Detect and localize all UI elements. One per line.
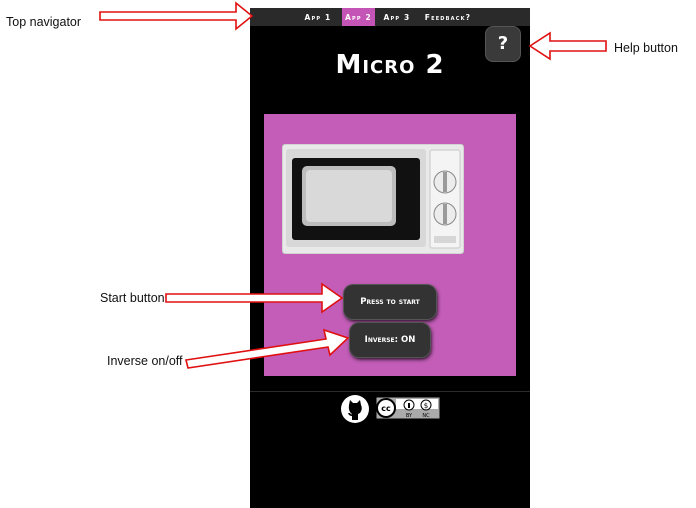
tab-app-2[interactable]: App 2 bbox=[342, 8, 375, 26]
start-button[interactable]: Press to start bbox=[344, 285, 436, 319]
github-icon[interactable] bbox=[340, 394, 370, 424]
footer-divider bbox=[250, 391, 530, 392]
creative-commons-license-icon[interactable]: cc $ BY NC bbox=[376, 397, 440, 421]
tab-feedback[interactable]: Feedback? bbox=[424, 13, 472, 22]
annotation-top-navigator: Top navigator bbox=[6, 15, 82, 29]
arrow-top-navigator bbox=[99, 1, 254, 31]
svg-text:$: $ bbox=[424, 402, 428, 410]
annotation-help-button: Help button bbox=[614, 41, 678, 55]
license-by-label: BY bbox=[406, 413, 413, 419]
svg-text:cc: cc bbox=[381, 404, 391, 413]
inverse-toggle-button[interactable]: Inverse: ON bbox=[350, 323, 430, 357]
license-nc-label: NC bbox=[422, 413, 430, 419]
help-button[interactable]: ? bbox=[486, 27, 520, 61]
annotation-inverse: Inverse on/off bbox=[107, 354, 183, 368]
arrow-help-button bbox=[528, 31, 607, 61]
simulation-stage: Press to start Inverse: ON bbox=[264, 114, 516, 376]
microwave-image bbox=[282, 144, 464, 254]
page-title: Micro 2 bbox=[335, 50, 445, 80]
footer: cc $ BY NC bbox=[340, 394, 440, 424]
top-navigator: App 1 App 2 App 3 Feedback? bbox=[250, 8, 530, 26]
app-screen: App 1 App 2 App 3 Feedback? ? Micro 2 Pr… bbox=[250, 8, 530, 508]
tab-app-3[interactable]: App 3 bbox=[383, 13, 411, 22]
tab-app-1[interactable]: App 1 bbox=[304, 13, 332, 22]
annotation-start-button: Start button bbox=[100, 291, 165, 305]
